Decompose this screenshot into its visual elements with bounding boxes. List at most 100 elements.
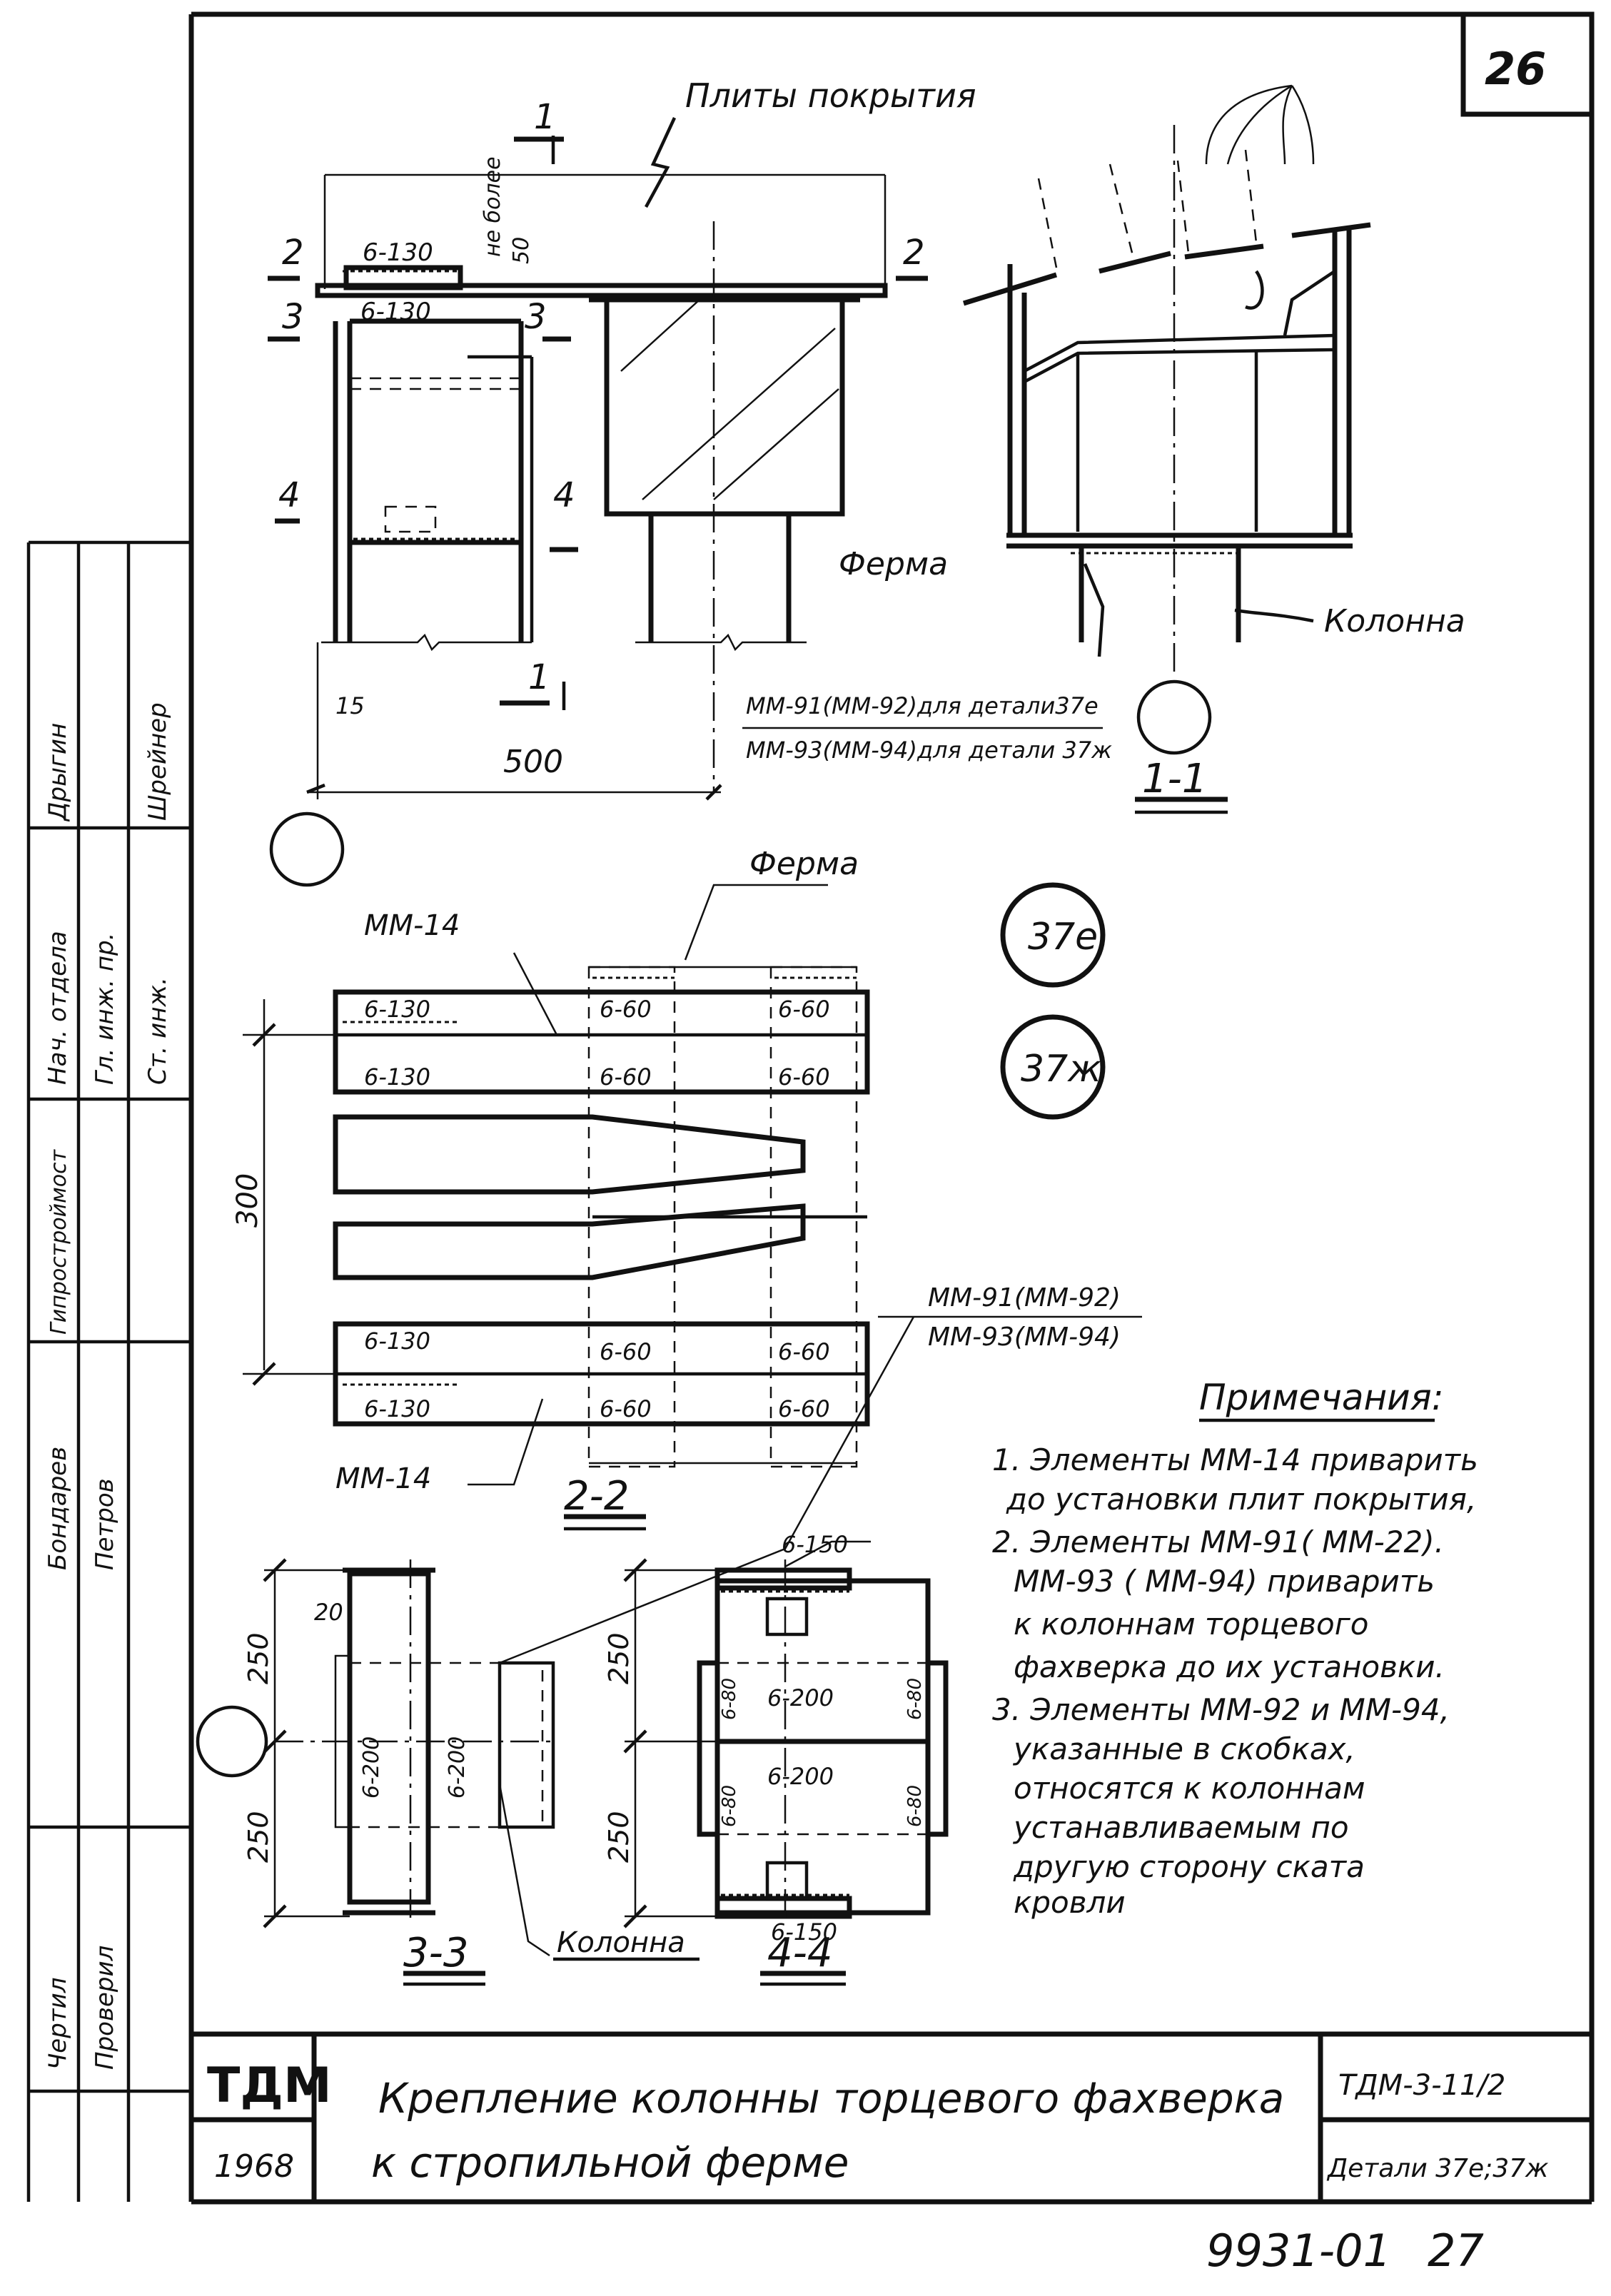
cut-2-left: 2: [282, 233, 304, 273]
dim-20: 20: [314, 1599, 343, 1626]
title-detail: Детали 37е;37ж: [1326, 2154, 1549, 2183]
sheet-frame: [188, 11, 1595, 2205]
title-code: ТДМ-3-11/2: [1338, 2069, 1505, 2102]
note-2d: фахверка до их установки.: [1014, 1649, 1445, 1684]
weld-6-130-a: 6-130: [363, 238, 433, 267]
weld-4-4-b: 6-200: [767, 1763, 834, 1790]
dim-15: 15: [335, 692, 365, 719]
weld-4-4-e: 6-80: [719, 1785, 740, 1827]
title-line2: к стропильной ферме: [371, 2138, 849, 2187]
section-3-3-view: [196, 1558, 700, 1986]
side-stamp: [26, 540, 191, 2202]
weld-2-2-e: 6-60: [600, 996, 652, 1023]
note-3c: относятся к колоннам: [1014, 1771, 1365, 1806]
section-title-4-4: 4-4: [767, 1930, 832, 1976]
title-year: 1968: [214, 2148, 294, 2185]
detail-circle-37zh: [1000, 1014, 1106, 1120]
doc-number: 9931-01: [1206, 2225, 1391, 2277]
label-mm91-short1: ММ-91(ММ-92): [928, 1283, 1121, 1313]
stamp-org-2: Дрыгин: [44, 723, 72, 822]
weld-2-2-g: 6-60: [600, 1063, 652, 1091]
weld-4-4-top: 6-150: [782, 1531, 848, 1558]
note-2a: 2. Элементы ММ-91( ММ-22).: [992, 1524, 1444, 1559]
note-3d: устанавливаемым по: [1012, 1810, 1349, 1845]
stamp-row-3: Ст. инж.: [143, 977, 172, 1085]
weld-2-2-b: 6-130: [364, 1063, 430, 1091]
dim-250-d: 250: [603, 1811, 635, 1863]
stamp-org-1: Гипростроймост: [46, 1148, 71, 1335]
dim-50: 50: [509, 237, 534, 264]
note-3a: 3. Элементы ММ-92 и ММ-94,: [992, 1692, 1450, 1727]
weld-2-2-a: 6-130: [364, 996, 430, 1023]
detail-37zh: 37ж: [1021, 1048, 1101, 1091]
weld-2-2-c: 6-130: [364, 1327, 430, 1355]
weld-3-3-a: 6-200: [359, 1736, 384, 1799]
weld-4-4-f: 6-80: [904, 1785, 926, 1827]
stamp-row-1: Нач. отдела: [44, 931, 72, 1085]
stamp-org-4: Бондарев: [44, 1447, 72, 1570]
stamp-row-4: Чертил: [44, 1978, 72, 2070]
note-3e: другую сторону ската: [1013, 1849, 1365, 1884]
section-title-2-2: 2-2: [564, 1473, 629, 1519]
title-line1: Крепление колонны торцевого фахверка: [378, 2074, 1284, 2123]
dim-250-b: 250: [243, 1811, 274, 1863]
label-truss-elev: Ферма: [839, 546, 948, 582]
label-column-1-1: Колонна: [1324, 603, 1465, 639]
section-title-1-1: 1-1: [1142, 756, 1207, 802]
stamp-row-5: Проверил: [91, 1946, 119, 2070]
weld-4-4-d: 6-80: [904, 1678, 926, 1720]
weld-2-2-l: 6-60: [778, 1395, 830, 1422]
page-number: 26: [1485, 43, 1546, 95]
label-mm91-short2: ММ-93(ММ-94): [928, 1323, 1121, 1352]
weld-3-3-b: 6-200: [445, 1736, 470, 1799]
label-column-3-3: Колонна: [557, 1926, 685, 1959]
label-truss-2-2: Ферма: [749, 846, 859, 882]
weld-6-130-b: 6-130: [360, 298, 431, 326]
section-title-3-3: 3-3: [403, 1930, 468, 1976]
note-3b: указанные в скобках,: [1012, 1731, 1355, 1766]
weld-4-4-bottom: 6-150: [771, 1918, 837, 1946]
leader-mm91-line1: ММ-91(ММ-92)для детали37е: [746, 692, 1099, 719]
cut-1-bottom: 1: [528, 657, 550, 697]
weld-2-2-j: 6-60: [778, 1338, 830, 1365]
label-mm14-top: ММ-14: [364, 909, 460, 942]
weld-2-2-f: 6-60: [778, 996, 830, 1023]
cut-3-right: 3: [525, 297, 547, 337]
label-not-less: не более: [480, 156, 505, 257]
dim-300: 300: [231, 1173, 264, 1228]
detail-37e: 37е: [1028, 916, 1098, 959]
section-1-1-view: [962, 84, 1371, 814]
note-1b: до установки плит покрытия,: [1006, 1482, 1476, 1517]
detail-circle-37e: [1000, 882, 1106, 988]
weld-4-4-a: 6-200: [767, 1684, 834, 1711]
section-4-4-view: [623, 1540, 949, 1986]
cut-4-left: 4: [278, 475, 301, 515]
leader-mm91-line2: ММ-93(ММ-94)для детали 37ж: [746, 737, 1112, 764]
weld-2-2-h: 6-60: [778, 1063, 830, 1091]
weld-2-2-d: 6-130: [364, 1395, 430, 1422]
note-2b: ММ-93 ( ММ-94) приварить: [1014, 1564, 1435, 1599]
stamp-org-5: Петров: [91, 1478, 119, 1570]
title-org: ТДМ: [207, 2058, 332, 2114]
note-2c: к колоннам торцевого: [1014, 1607, 1368, 1642]
note-1a: 1. Элементы ММ-14 приварить: [992, 1442, 1478, 1477]
cut-1-top: 1: [534, 97, 556, 137]
dim-500: 500: [503, 744, 563, 780]
stamp-row-2: Гл. инж. пр.: [91, 933, 119, 1085]
label-plates: Плиты покрытия: [685, 76, 976, 115]
dim-250-a: 250: [243, 1632, 274, 1684]
section-2-2-view: [243, 884, 1142, 1664]
cut-2-right: 2: [903, 233, 925, 273]
notes-title: Примечания:: [1199, 1377, 1444, 1418]
dim-250-c: 250: [603, 1632, 635, 1684]
label-mm14-bottom: ММ-14: [335, 1462, 431, 1495]
weld-2-2-i: 6-60: [600, 1338, 652, 1365]
stamp-org-3: Шрейнер: [143, 702, 172, 821]
title-block: [191, 2031, 1592, 2202]
note-3f: кровли: [1014, 1885, 1126, 1920]
cut-4-right: 4: [553, 475, 575, 515]
cut-3-left: 3: [282, 297, 304, 337]
weld-2-2-k: 6-60: [600, 1395, 652, 1422]
